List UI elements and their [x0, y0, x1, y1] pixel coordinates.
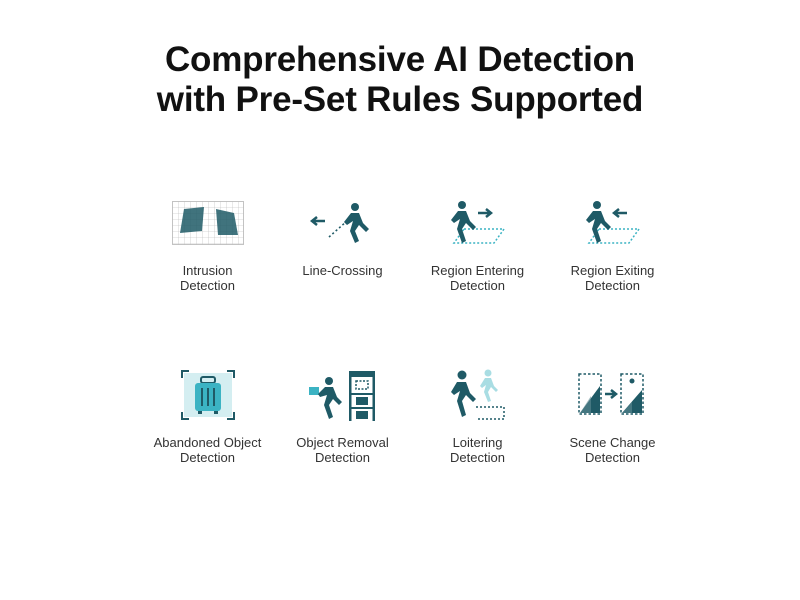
feature-object-removal: Object Removal Detection: [275, 367, 410, 539]
loitering-icon: [433, 367, 523, 423]
abandoned-object-icon: [163, 367, 253, 423]
scene-change-icon: [568, 367, 658, 423]
object-removal-icon: [298, 367, 388, 423]
feature-label: Line-Crossing: [302, 263, 383, 278]
feature-region-entering: Region Entering Detection: [410, 195, 545, 367]
feature-grid: Intrusion Detection Line-Crossing: [140, 195, 680, 539]
line-crossing-icon: [298, 195, 388, 251]
region-entering-icon: [433, 195, 523, 251]
feature-label: Abandoned Object Detection: [153, 435, 262, 465]
feature-label: Intrusion Detection: [180, 263, 235, 293]
feature-label: Object Removal Detection: [296, 435, 389, 465]
feature-scene-change: Scene Change Detection: [545, 367, 680, 539]
feature-line-crossing: Line-Crossing: [275, 195, 410, 367]
intrusion-icon: [163, 195, 253, 251]
feature-label: Region Exiting Detection: [570, 263, 655, 293]
title-line-2: with Pre-Set Rules Supported: [156, 80, 644, 119]
feature-loitering: Loitering Detection: [410, 367, 545, 539]
feature-label: Scene Change Detection: [569, 435, 656, 465]
feature-intrusion: Intrusion Detection: [140, 195, 275, 367]
region-exiting-icon: [568, 195, 658, 251]
page-title: Comprehensive AI Detection with Pre-Set …: [0, 40, 800, 120]
feature-region-exiting: Region Exiting Detection: [545, 195, 680, 367]
feature-abandoned-object: Abandoned Object Detection: [140, 367, 275, 539]
feature-label: Region Entering Detection: [430, 263, 525, 293]
feature-label: Loitering Detection: [450, 435, 505, 465]
title-line-1: Comprehensive AI Detection: [164, 40, 635, 79]
